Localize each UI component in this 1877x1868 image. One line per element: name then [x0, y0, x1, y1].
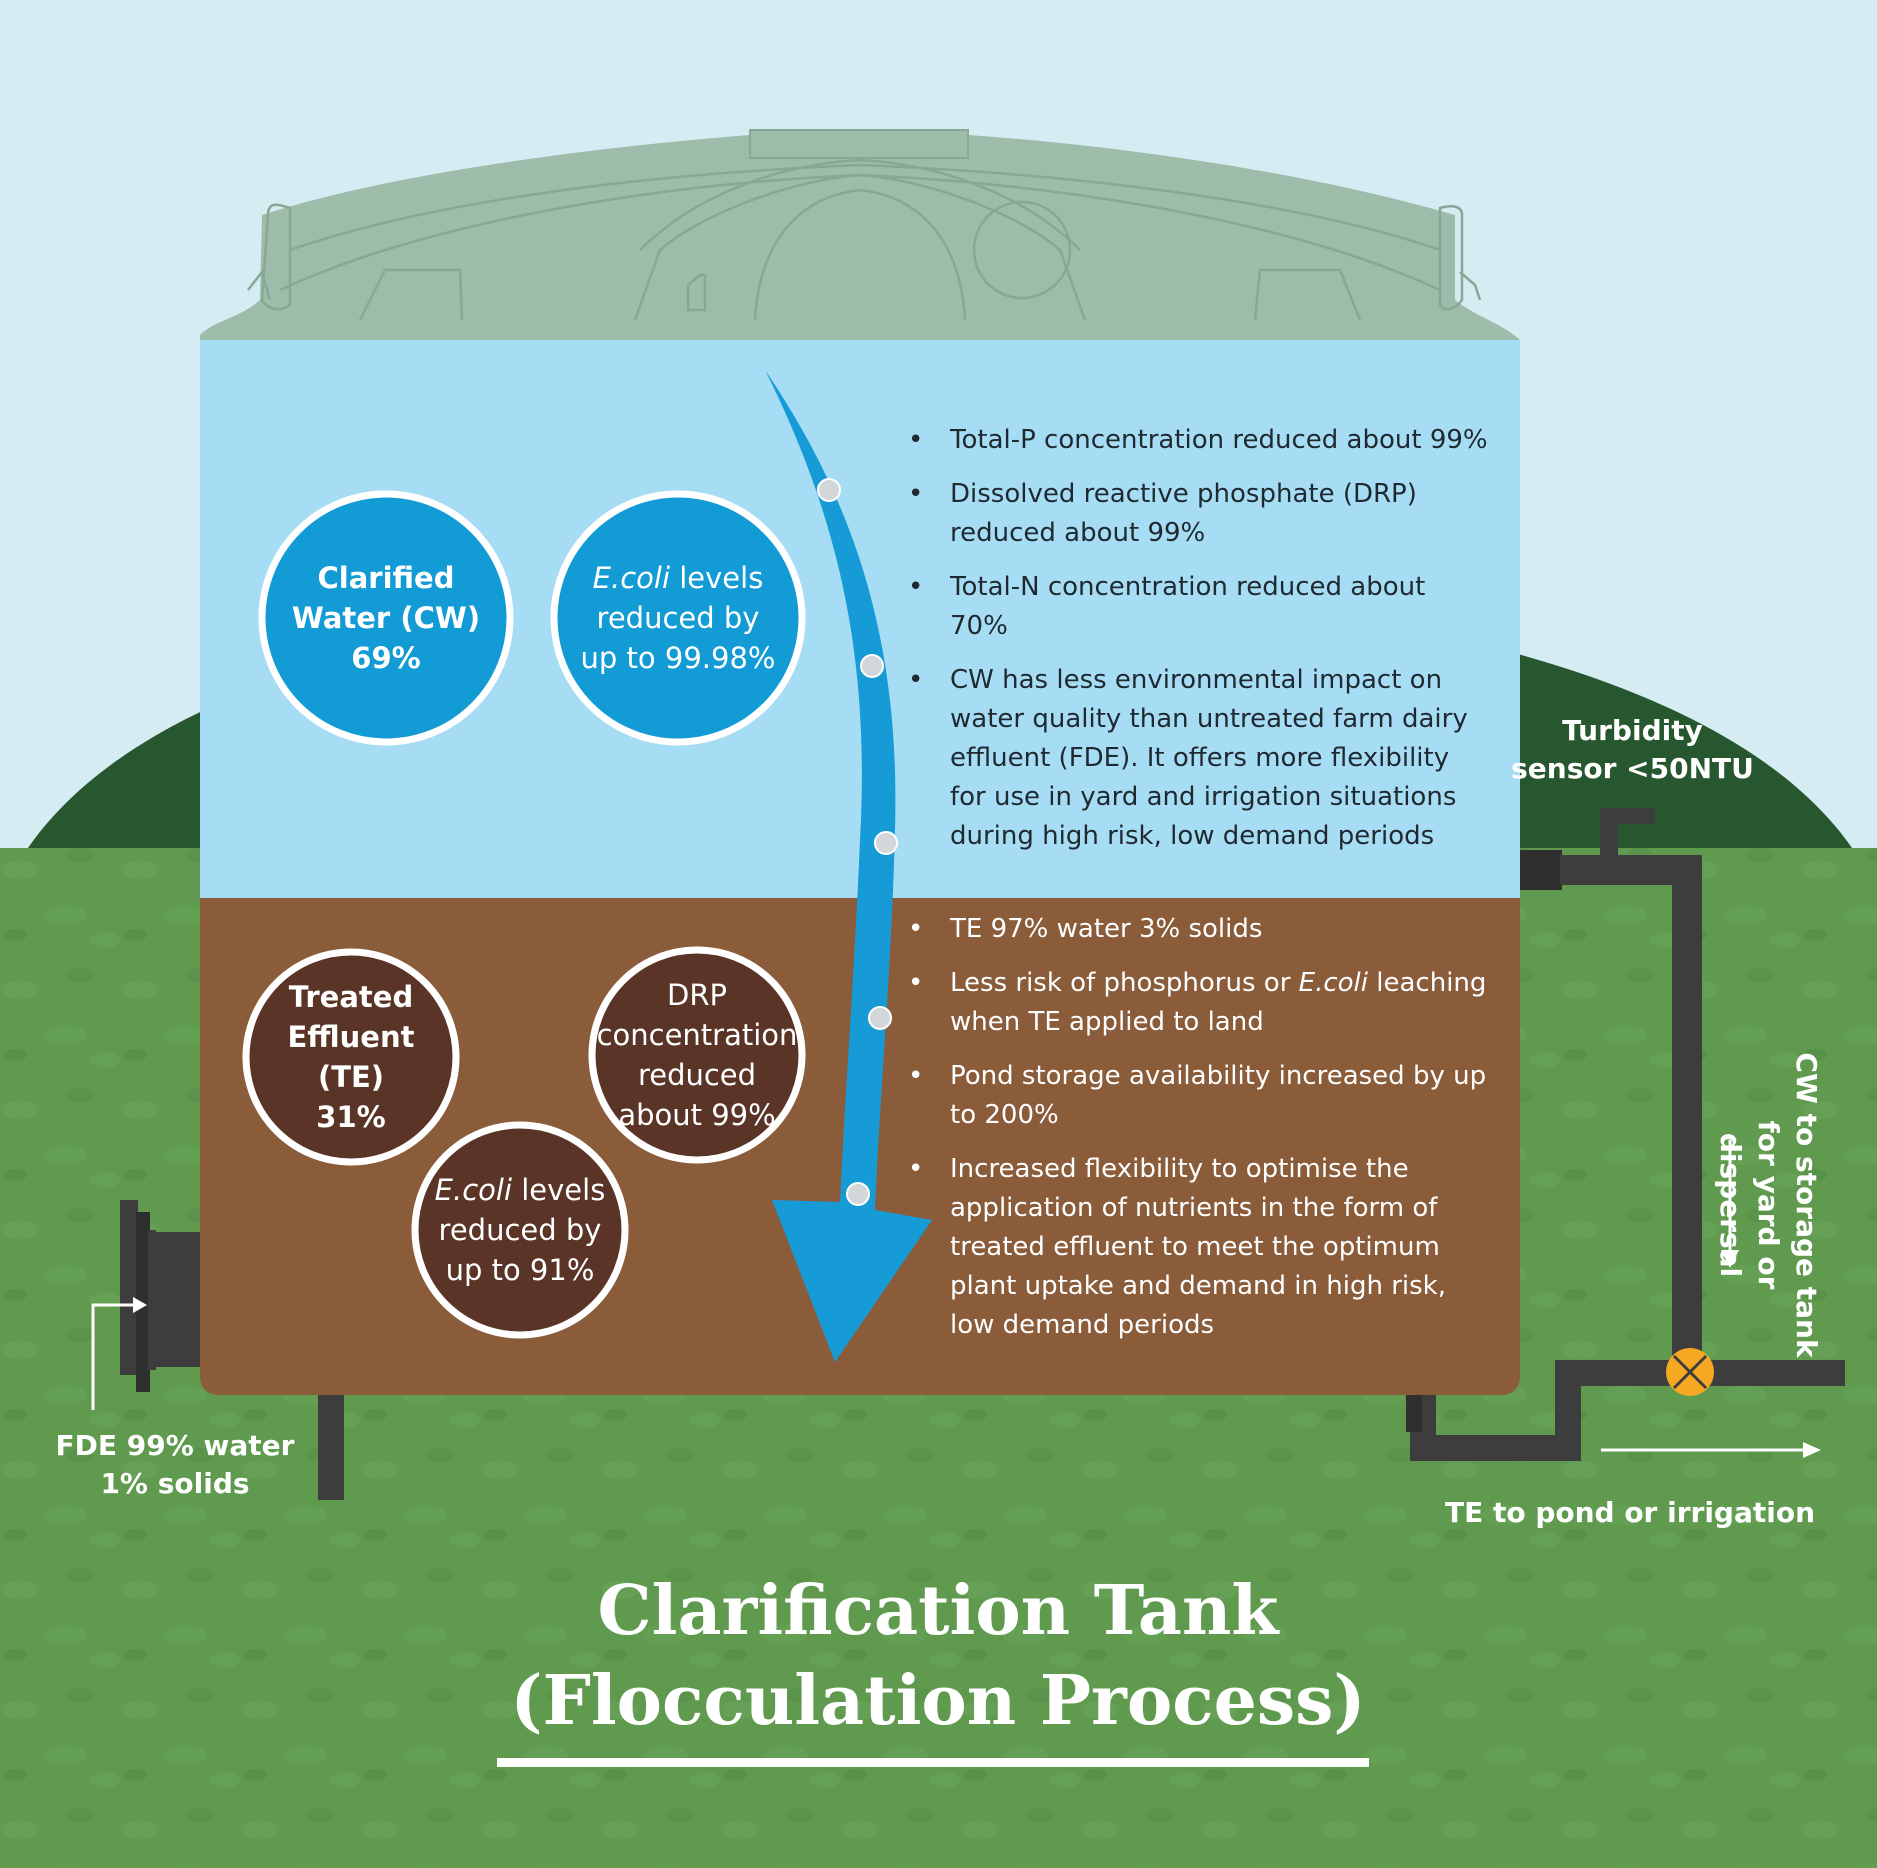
floc-particles: [817, 478, 898, 1206]
list-item: Total-N concentration reduced about 70%: [908, 568, 1488, 646]
fde-line2: 1% solids: [100, 1467, 250, 1500]
te-label-line2: Effluent (TE): [287, 1020, 415, 1094]
title-line1: Clarification Tank: [597, 1571, 1279, 1651]
list-item: Dissolved reactive phosphate (DRP) reduc…: [908, 475, 1488, 553]
tank-lid: [200, 129, 1520, 340]
ecoli-cw-percent: up to 99.98%: [580, 641, 776, 675]
cw-circle-label: Clarified Water (CW) 69%: [272, 512, 500, 724]
cw-bullet-list: Total-P concentration reduced about 99% …: [908, 421, 1488, 871]
drp-line1: DRP: [667, 978, 727, 1012]
ecoli-cw-circle: [550, 490, 806, 746]
turbidity-line1: Turbidity: [1562, 714, 1703, 747]
ecoli-cw-line1: E.coli levels: [592, 561, 764, 595]
list-item: Increased flexibility to optimise the ap…: [908, 1150, 1488, 1345]
flow-arrow: [765, 370, 932, 1362]
cw-label-line1: Clarified: [317, 561, 455, 595]
drp-circle-label: DRP concentration reduced about 99%: [596, 958, 798, 1152]
list-item: Pond storage availability increased by u…: [908, 1057, 1488, 1135]
outlet-pipework: [1406, 808, 1845, 1461]
ecoli-te-line2: reduced by: [438, 1213, 602, 1247]
ecoli-te-percent: up to 91%: [445, 1253, 595, 1287]
title-line2: (Flocculation Process): [510, 1661, 1366, 1741]
cw-circle: [258, 490, 514, 746]
title-underline: [497, 1758, 1369, 1767]
list-item: CW has less environmental impact on wate…: [908, 661, 1488, 856]
ecoli-cw-circle-label: E.coli levels reduced by up to 99.98%: [566, 512, 790, 724]
fde-inlet-arrow: [91, 1297, 147, 1410]
te-label-percent: 31%: [316, 1100, 386, 1134]
te-right-arrow: [1601, 1442, 1821, 1458]
ecoli-cw-line2: reduced by: [596, 601, 760, 635]
cw-storage-line2: for yard or dispersal: [1714, 1120, 1785, 1290]
inlet-pipe-stand: [318, 1385, 344, 1500]
te-bullet-list: TE 97% water 3% solids Less risk of phos…: [908, 910, 1488, 1360]
te-pond-text: TE to pond or irrigation: [1444, 1496, 1816, 1529]
te-label-line1: Treated: [288, 980, 414, 1014]
ecoli-te-circle-label: E.coli levels reduced by up to 91%: [420, 1133, 620, 1327]
list-item: TE 97% water 3% solids: [908, 910, 1488, 949]
fde-inlet-pipe: [120, 1200, 204, 1392]
cw-label-percent: 69%: [351, 641, 421, 675]
drp-line3: reduced: [637, 1058, 757, 1092]
cw-storage-label: CW to storage tank for yard or dispersal: [1714, 1045, 1825, 1365]
fde-label: FDE 99% water 1% solids: [45, 1427, 305, 1503]
cw-storage-line1: CW to storage tank: [1790, 1052, 1823, 1358]
list-item: Less risk of phosphorus or E.coli leachi…: [908, 964, 1488, 1042]
te-circle-label: Treated Effluent (TE) 31%: [251, 960, 451, 1154]
ecoli-te-circle: [411, 1121, 629, 1339]
cw-label-line2: Water (CW): [291, 601, 481, 635]
te-circle: [242, 948, 460, 1166]
te-pond-label: TE to pond or irrigation: [1430, 1494, 1830, 1532]
drp-circle: [588, 946, 806, 1164]
valve-icon: [1666, 1348, 1714, 1396]
page-title: Clarification Tank (Flocculation Process…: [438, 1566, 1438, 1746]
drp-line2: concentration: [596, 1018, 798, 1052]
turbidity-sensor-label: Turbidity sensor <50NTU: [1500, 712, 1765, 788]
ecoli-te-line1: E.coli levels: [434, 1173, 606, 1207]
drp-line4: about 99%: [618, 1098, 776, 1132]
fde-line1: FDE 99% water: [55, 1429, 295, 1462]
list-item: Total-P concentration reduced about 99%: [908, 421, 1488, 460]
cw-down-arrow: [1721, 1140, 1739, 1268]
turbidity-line2: sensor <50NTU: [1511, 752, 1754, 785]
